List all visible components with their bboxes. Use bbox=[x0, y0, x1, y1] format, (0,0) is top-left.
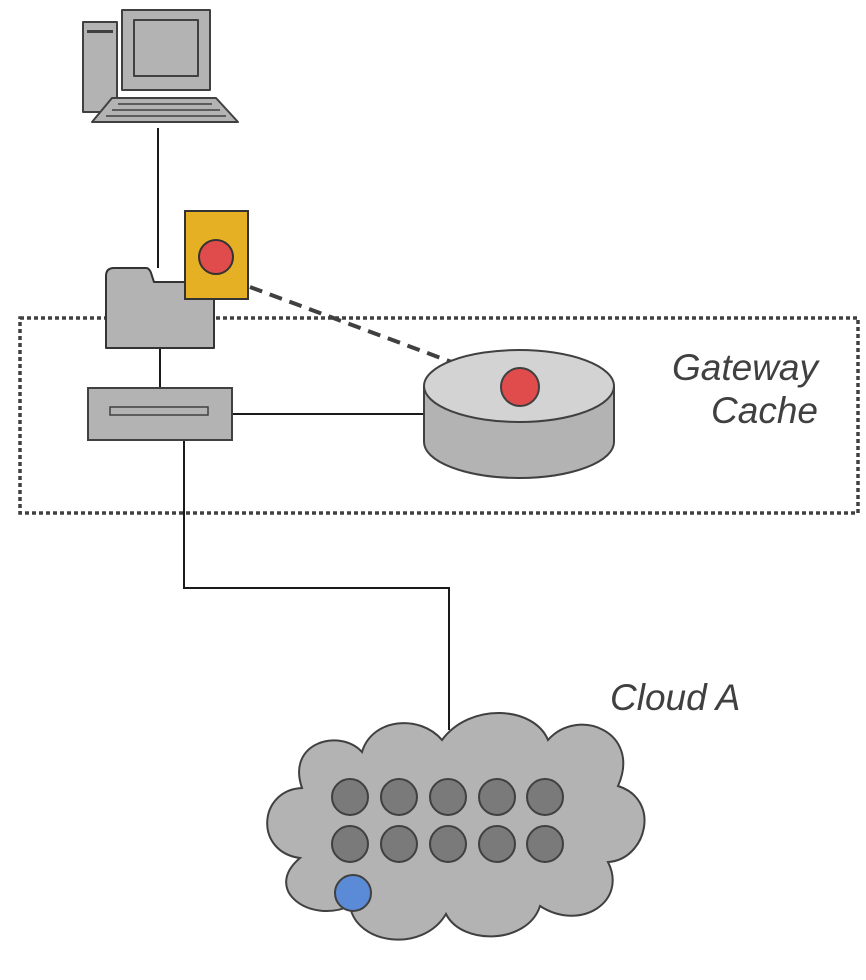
gateway-cache-label: Gateway Cache bbox=[672, 346, 818, 433]
document-icon[interactable] bbox=[184, 210, 249, 300]
document-to-cache-dashed-line bbox=[249, 285, 509, 385]
cache-marker-dot bbox=[500, 367, 540, 407]
gateway-cache-label-line1: Gateway bbox=[671, 347, 818, 388]
desktop-computer-icon[interactable] bbox=[82, 9, 239, 123]
cloud-label: Cloud A bbox=[610, 677, 741, 718]
gateway-cache-label-line2: Cache bbox=[711, 390, 818, 432]
connection-lines bbox=[157, 128, 450, 730]
cloud-storage-dots bbox=[331, 778, 564, 863]
gateway-to-cloud-line bbox=[183, 418, 450, 730]
cloud-blue-dot bbox=[334, 874, 372, 912]
gateway-cache-boundary bbox=[18, 316, 860, 515]
cache-disk-icon[interactable] bbox=[423, 349, 615, 479]
gateway-appliance-icon[interactable] bbox=[87, 387, 233, 441]
cloud-icon[interactable] bbox=[266, 712, 646, 941]
document-marker-dot bbox=[198, 239, 234, 275]
